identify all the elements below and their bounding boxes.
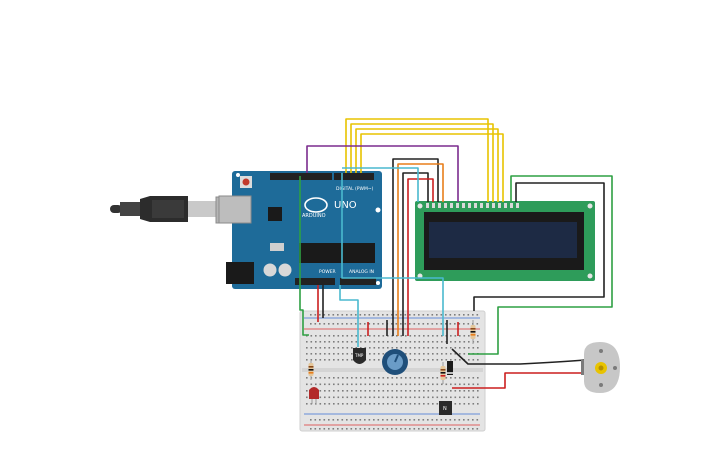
wire-black[interactable] [451,348,586,365]
led-icon[interactable] [309,387,319,404]
npn-transistor[interactable]: N [439,401,452,415]
wire-yellow[interactable] [355,128,499,202]
lcd-screen [429,222,577,258]
usb-port [218,195,252,224]
analog-header [340,278,376,285]
arduino-model: UNO [334,200,357,211]
wire-black[interactable] [473,182,605,311]
resistor[interactable] [470,320,476,344]
digital-label: DIGITAL (PWM~) [336,186,374,192]
wire-green[interactable] [468,175,613,355]
atmega-chip [299,243,375,263]
resistor[interactable] [308,360,314,380]
digital-header-2 [334,173,374,180]
wire-yellow[interactable] [350,123,494,202]
temp-sensor-label: TMP [354,353,364,358]
usb-chip [268,207,282,221]
dc-motor-icon[interactable] [581,342,620,393]
lcd-16x2[interactable] [415,201,595,281]
capacitor [263,263,277,277]
arduino-uno-board[interactable]: ARDUINO UNO DIGITAL (PWM~) POWER ANALOG … [218,171,382,289]
wire-black[interactable] [402,172,429,336]
power-header [295,278,335,285]
wires[interactable] [299,118,613,389]
wire-cyan[interactable] [342,167,419,202]
wire-orange[interactable] [397,163,444,336]
power-jack [226,262,254,284]
capacitor [278,263,292,277]
digital-header-1 [270,173,332,180]
wire-green[interactable] [299,176,309,336]
temperature-sensor[interactable]: TMP [353,348,366,364]
lcd-pin-header [426,203,519,208]
analog-label: ANALOG IN [349,269,374,275]
wire-black[interactable] [392,158,439,336]
diode[interactable] [447,361,453,375]
potentiometer-knob-icon[interactable] [382,349,408,375]
wire-purple[interactable] [306,145,459,202]
resistor[interactable] [440,362,446,384]
wire-cyan[interactable] [341,173,444,336]
wire-red[interactable] [452,372,584,389]
transistor-label: N [443,406,447,412]
wire-cyan[interactable] [339,285,359,347]
breadboard-holes [306,314,479,430]
power-label: POWER [319,269,336,275]
arduino-logo-icon [304,197,328,213]
arduino-brand: ARDUINO [302,213,326,219]
wire-red[interactable] [407,178,434,336]
wire-yellow[interactable] [360,133,504,202]
